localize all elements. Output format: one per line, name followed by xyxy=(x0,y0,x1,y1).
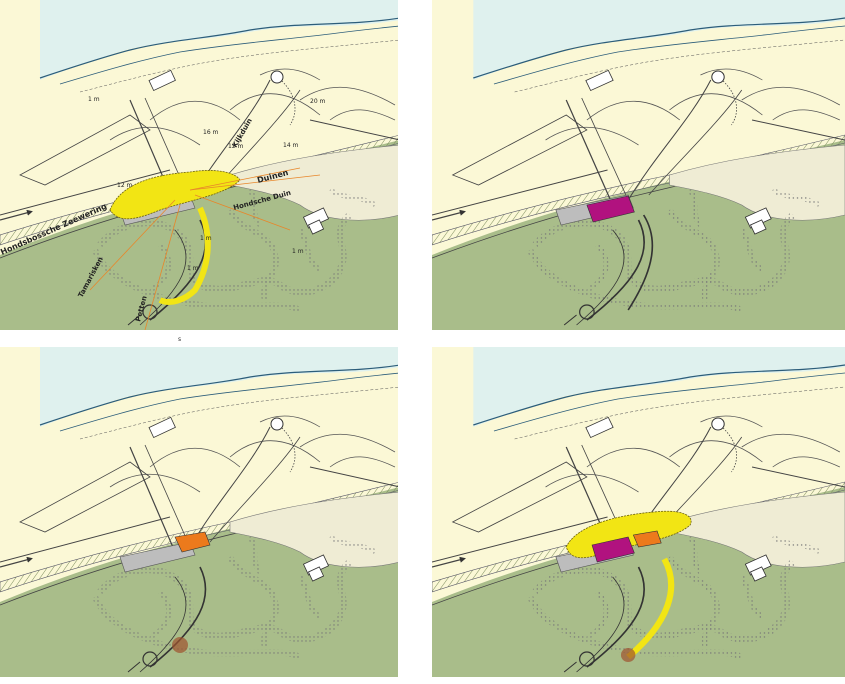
stray-mark: s xyxy=(178,336,182,343)
map-panel-orange-pavilion xyxy=(0,347,398,677)
label-12m: 12 m xyxy=(228,143,244,150)
label-12m-b: 12 m xyxy=(117,182,133,189)
label-14m: 14 m xyxy=(283,142,299,149)
map-panel-magenta-building xyxy=(432,0,845,330)
label-1m-d: 1 m xyxy=(200,235,212,242)
label-20m: 20 m xyxy=(310,98,326,105)
label-1m-a: 1 m xyxy=(88,96,100,103)
map-panel-combined xyxy=(432,347,845,677)
label-1m-b: 1 m xyxy=(187,265,199,272)
map-panel-existing-annotated: Hondsbossche Zeewering Duinen Hondsche D… xyxy=(0,0,398,330)
label-16m: 16 m xyxy=(203,129,219,136)
label-1m-c: 1 m xyxy=(292,248,304,255)
